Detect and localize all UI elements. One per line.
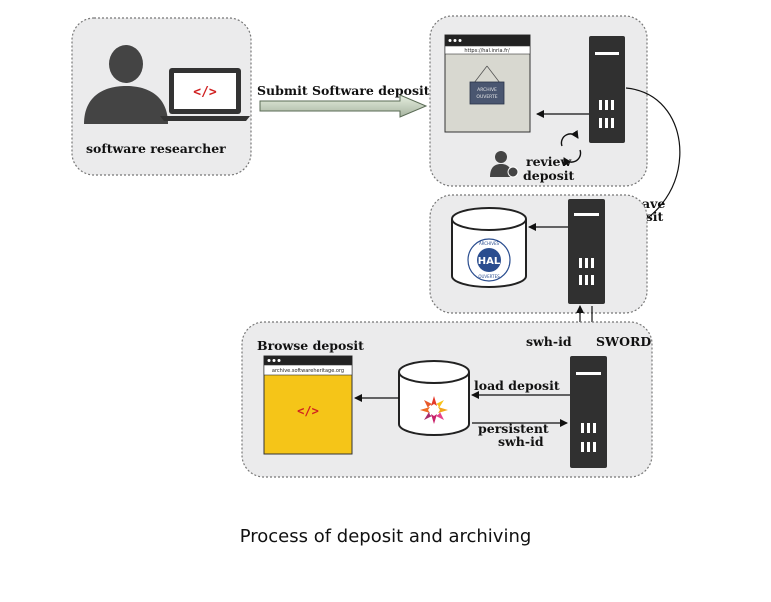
swh-url-bar: archive.softwareheritage.org: [272, 368, 344, 374]
browse-deposit-label: Browse deposit: [257, 338, 364, 353]
swh-database-icon: [398, 360, 470, 436]
svg-text:OUVERTE: OUVERTE: [476, 94, 497, 100]
swh-panel: Browse deposit archive.softwareheritage.…: [241, 321, 653, 478]
hal-browser-window: https://hal.inria.fr/ ARCHIVE OUVERTE: [444, 34, 531, 133]
submit-deposit-label: Submit Software deposit: [257, 83, 430, 98]
svg-text:ARCHIVE: ARCHIVE: [477, 87, 497, 93]
swh-browser-window: archive.softwareheritage.org </>: [263, 355, 353, 455]
swh-logo-icon: [420, 396, 448, 424]
submit-arrow: Submit Software deposit: [257, 83, 430, 118]
swh-server-icon: [570, 356, 607, 468]
hal-review-panel: https://hal.inria.fr/ ARCHIVE OUVERTE re…: [429, 15, 648, 187]
hal-database-icon: HAL ARCHIVES OUVERTES: [451, 207, 527, 288]
storage-server-icon: [568, 199, 605, 304]
figure-caption: Process of deposit and archiving: [239, 526, 532, 547]
hal-url-bar: https://hal.inria.fr/: [464, 48, 510, 54]
review-label: review: [526, 154, 573, 169]
swh-id-label: swh-id: [526, 334, 572, 349]
archive-sign-icon: ARCHIVE OUVERTE: [469, 65, 505, 105]
software-researcher-label: software researcher: [86, 141, 226, 156]
svg-text:HAL: HAL: [478, 256, 501, 267]
refresh-icon: [560, 129, 582, 167]
load-deposit-label: load deposit: [474, 378, 560, 393]
persistent-swh-id-label: swh-id: [498, 434, 544, 449]
sword-label: SWORD: [596, 334, 651, 349]
persistent-label: persistent: [478, 421, 549, 436]
swh-code-icon: </>: [297, 404, 319, 418]
svg-text:ARCHIVES: ARCHIVES: [479, 241, 500, 246]
svg-text:OUVERTES: OUVERTES: [478, 274, 500, 279]
researcher-panel: </> software researcher: [71, 17, 252, 176]
hal-logo-icon: HAL ARCHIVES OUVERTES: [467, 238, 511, 282]
user-icon: [84, 45, 168, 124]
hal-storage-panel: HAL ARCHIVES OUVERTES: [429, 194, 648, 314]
moderator-icon: [490, 151, 519, 178]
hal-server-icon: [589, 36, 625, 143]
code-icon: </>: [193, 85, 217, 100]
review-deposit-label: deposit: [523, 168, 575, 183]
laptop-icon: </>: [160, 68, 250, 121]
